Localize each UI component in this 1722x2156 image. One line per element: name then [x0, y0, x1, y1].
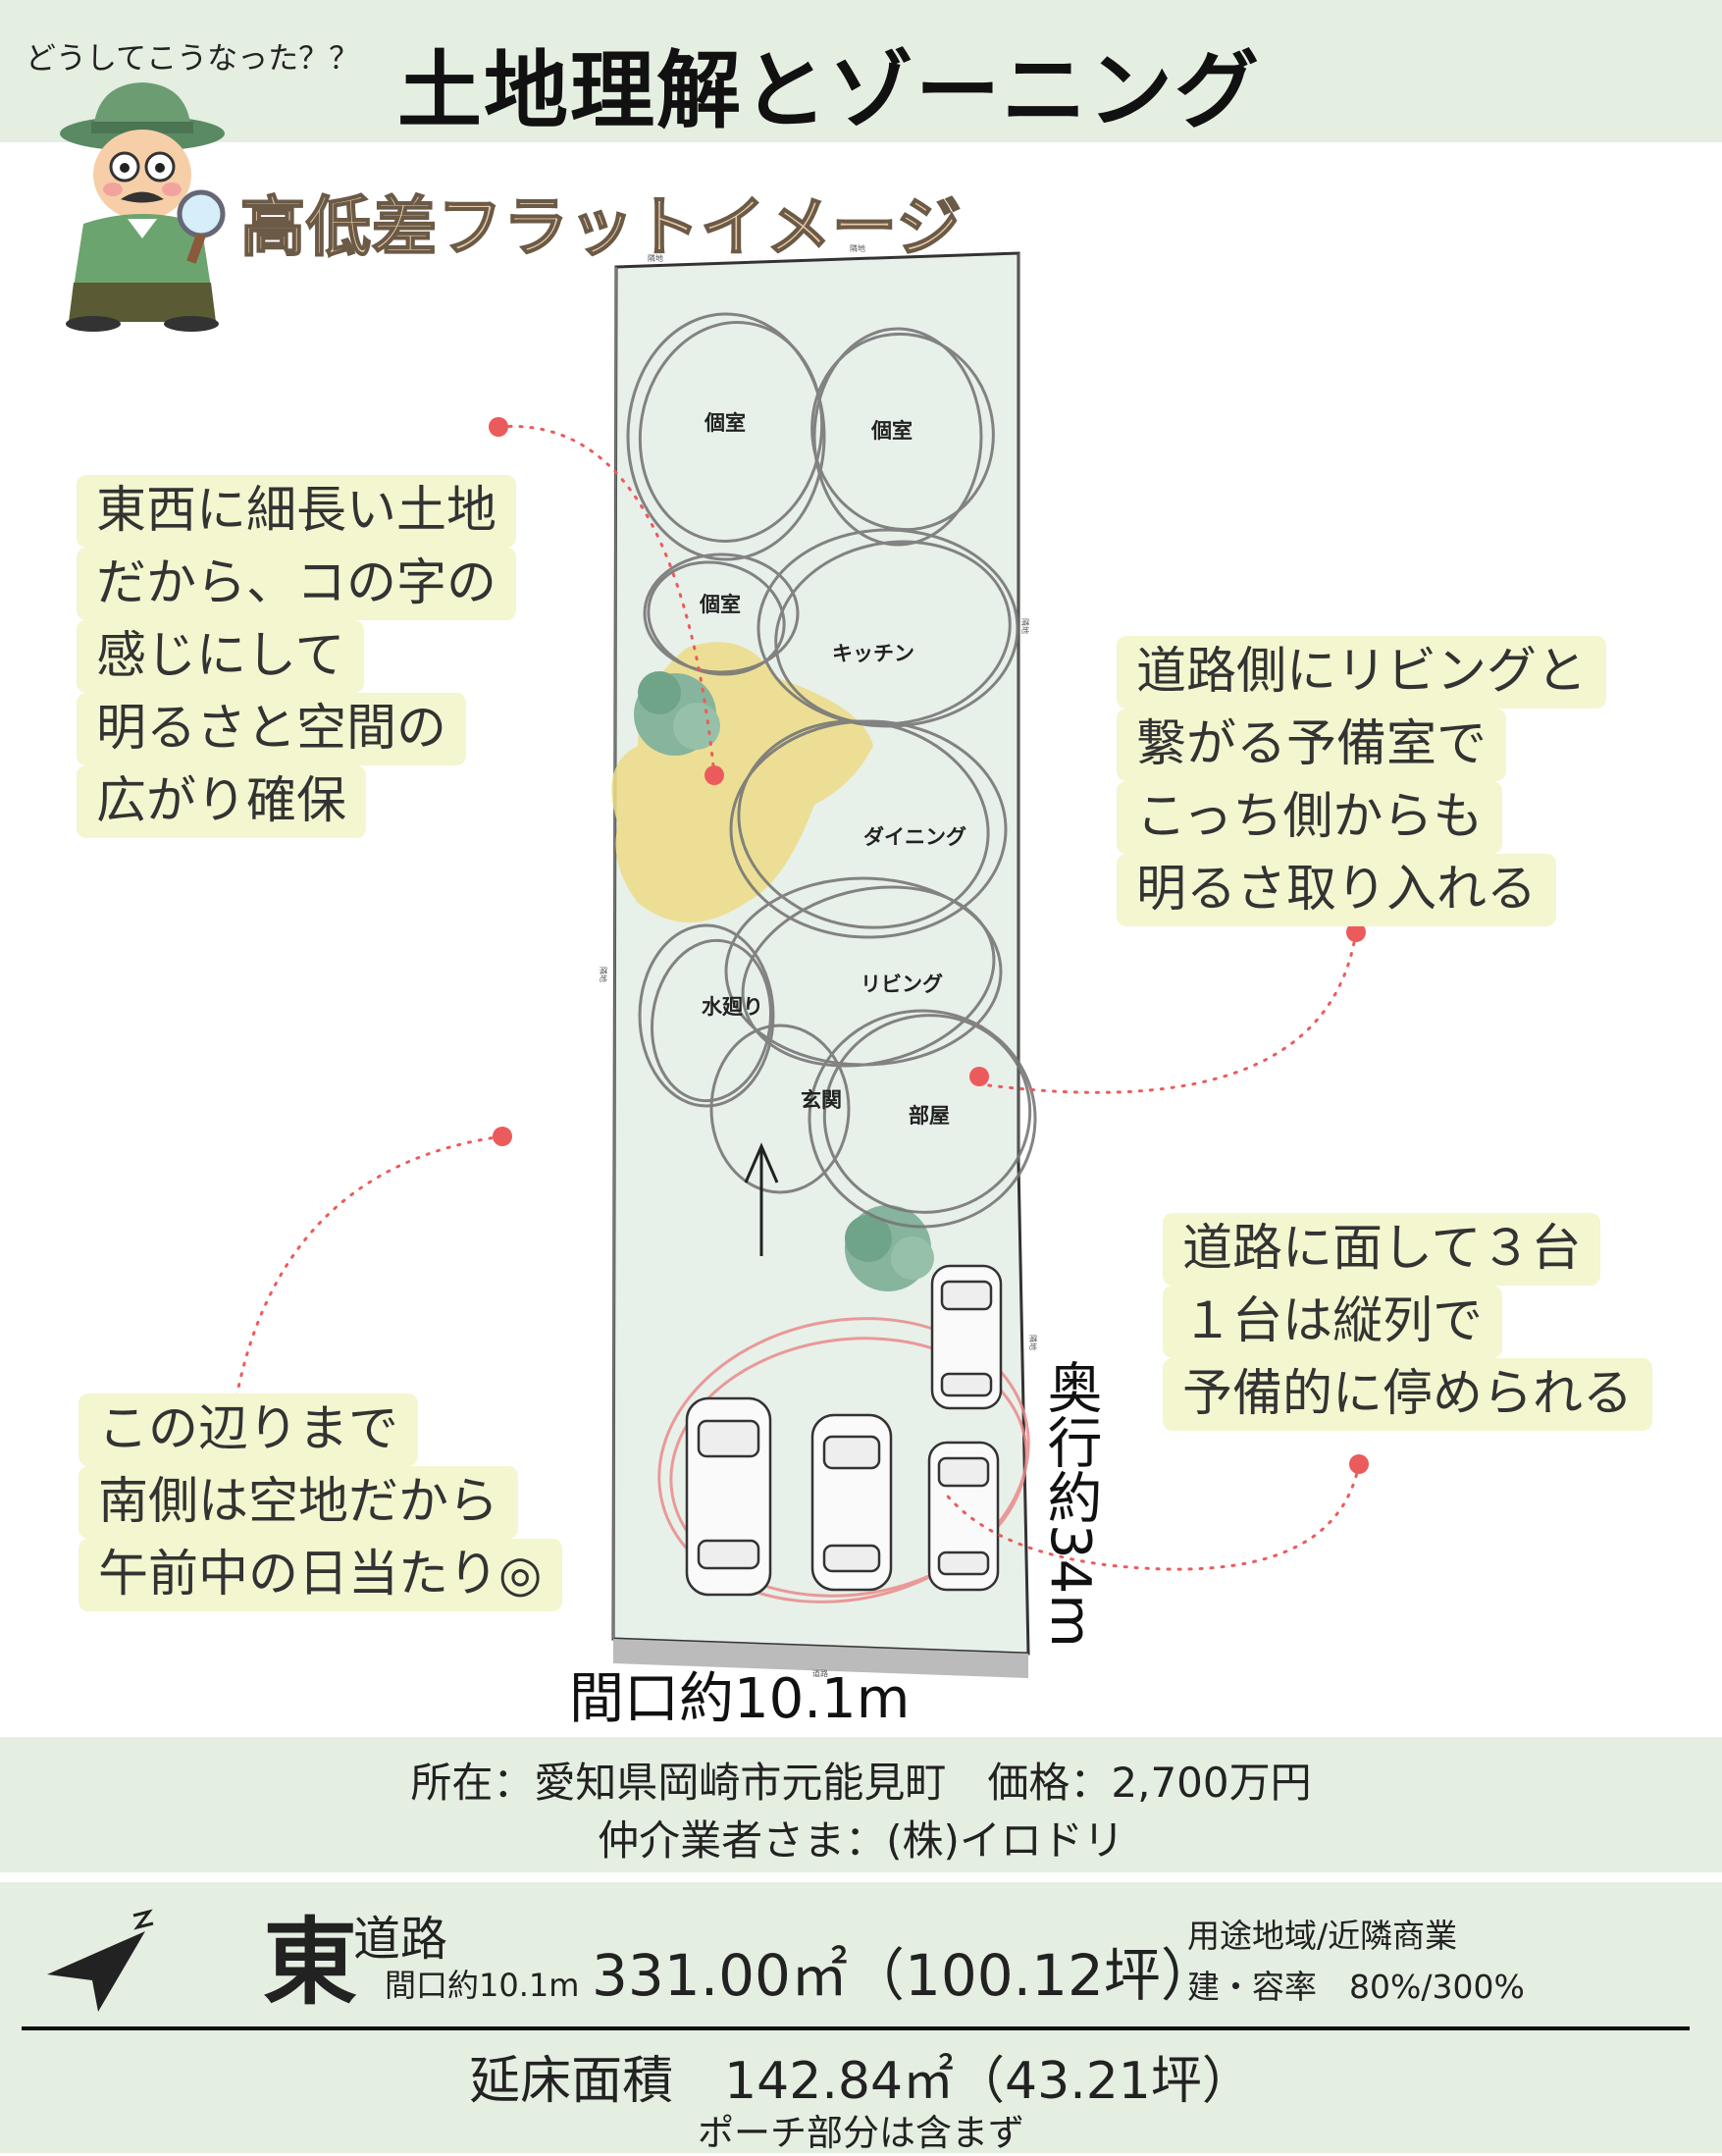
- note-west: 東西に細長い土地 だから、コの字の 感じにして 明るさと空間の 広がり確保: [77, 475, 517, 838]
- road-edge: [613, 1639, 1028, 1678]
- dimension-width: 間口約10.1m: [569, 1667, 911, 1731]
- note-line: 東西に細長い土地: [77, 475, 517, 548]
- note-line: 広がり確保: [77, 765, 367, 838]
- road-direction: 東: [263, 1908, 357, 2018]
- note-south: この辺りまで 南側は空地だから 午前中の日当たり◎: [78, 1394, 562, 1611]
- up-arrow-icon: [744, 1142, 779, 1256]
- note-line: 明るさ取り入れる: [1117, 854, 1557, 926]
- tree-icon: [634, 671, 720, 756]
- site-plan: 個室 個室 個室 キッチン ダイニング リビング 水廻り 玄関 部屋 隣地 隣地…: [232, 243, 1369, 1678]
- page-title: 土地理解とゾーニング: [397, 42, 1261, 140]
- room-label: 個室: [870, 418, 913, 443]
- car-icon: [685, 1396, 772, 1597]
- frontage: 間口約10.1m: [385, 1967, 580, 2004]
- boundary-label: 隣地: [850, 243, 865, 253]
- note-line: 道路側にリビングと: [1117, 636, 1607, 709]
- note-line: この辺りまで: [78, 1394, 419, 1466]
- header-band: [0, 0, 1722, 142]
- room-label: 部屋: [909, 1103, 950, 1128]
- agent: 仲介業者さま：(株)イロドリ: [598, 1816, 1124, 1865]
- floor-area: 延床面積 142.84㎡（43.21坪）: [469, 2052, 1253, 2111]
- north-arrow-icon: [47, 1909, 154, 2012]
- zoning: 用途地域/近隣商業: [1187, 1917, 1458, 1955]
- floor-area-note: ポーチ部分は含まず: [698, 2112, 1024, 2154]
- note-line: １台は縦列で: [1163, 1286, 1503, 1358]
- lot-area: 331.00㎡（100.12坪）: [592, 1942, 1218, 2009]
- leader-lines: [232, 424, 1361, 1571]
- boundary-label: 隣地: [1020, 618, 1030, 634]
- pre-title: どうしてこうなった？？: [26, 41, 360, 77]
- room-label: 玄関: [801, 1087, 842, 1112]
- boundary-label: 隣地: [599, 967, 608, 982]
- room-label: 個室: [699, 592, 741, 616]
- zoning-sketch: [626, 312, 1037, 1229]
- boundary-label: 隣地: [1028, 1335, 1038, 1350]
- note-line: 繋がる予備室で: [1117, 709, 1507, 781]
- dimension-depth: 奥行約34m: [1038, 1359, 1102, 1648]
- summary-band: [0, 1882, 1722, 2153]
- car-icon: [930, 1264, 1003, 1410]
- car-icon: [810, 1413, 893, 1592]
- coverage-ratio: 建・容率 80%/300%: [1187, 1968, 1525, 2006]
- boundary-label: 隣地: [648, 253, 663, 263]
- room-label: リビング: [861, 972, 943, 996]
- room-label: キッチン: [832, 641, 914, 665]
- note-line: 予備的に停められる: [1163, 1358, 1653, 1431]
- road-label: 道路: [353, 1912, 448, 1967]
- room-label: 水廻り: [702, 994, 763, 1019]
- boundary-label: 道路: [812, 1668, 828, 1678]
- note-parking: 道路に面して３台 １台は縦列で 予備的に停められる: [1163, 1213, 1653, 1431]
- subtitle: 高低差フラットイメージ: [239, 188, 963, 266]
- room-label: ダイニング: [863, 824, 966, 849]
- note-line: 道路に面して３台: [1163, 1213, 1601, 1286]
- detective-character-icon: [60, 82, 226, 332]
- info-band: [0, 1737, 1722, 1872]
- car-icon: [927, 1441, 1000, 1592]
- room-label: 個室: [704, 410, 746, 435]
- note-line: 午前中の日当たり◎: [78, 1539, 562, 1611]
- leader-dots: [489, 417, 1369, 1474]
- note-road-side: 道路側にリビングと 繋がる予備室で こっち側からも 明るさ取り入れる: [1117, 636, 1607, 926]
- location-price: 所在：愛知県岡崎市元能見町 価格：2,700万円: [410, 1759, 1312, 1807]
- note-line: 明るさと空間の: [77, 693, 467, 765]
- note-line: 南側は空地だから: [78, 1466, 519, 1539]
- divider: [22, 2026, 1690, 2030]
- note-line: 感じにして: [77, 620, 365, 693]
- note-line: だから、コの字の: [77, 548, 517, 620]
- parking-zone: [657, 1317, 1030, 1604]
- note-line: こっち側からも: [1117, 781, 1503, 854]
